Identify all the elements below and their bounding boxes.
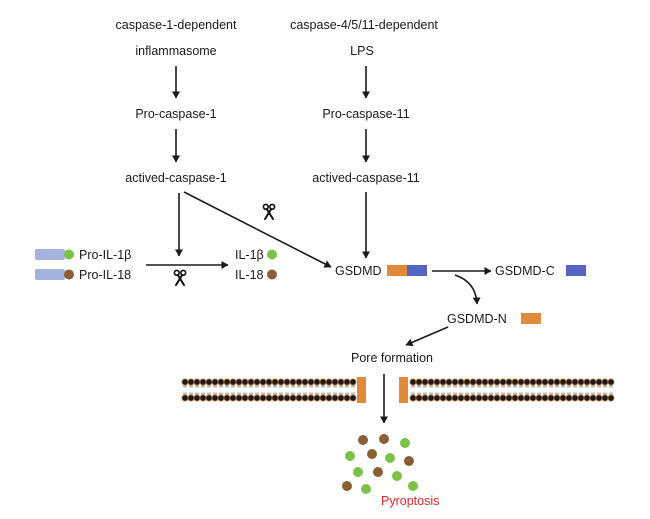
released-il-18-dot bbox=[342, 481, 352, 491]
pore-gsdmd-n-left bbox=[357, 377, 366, 403]
released-il-18-dot bbox=[367, 449, 377, 459]
released-il-1b-dot bbox=[408, 481, 418, 491]
scissors-icon bbox=[173, 269, 187, 286]
arrow-caspase-1-to-gsdmd bbox=[183, 191, 332, 268]
membrane-left bbox=[181, 378, 357, 402]
released-il-1b-dot bbox=[345, 451, 355, 461]
inflammasome-label: inflammasome bbox=[135, 44, 216, 58]
arrow-gsdmd-n-to-pore bbox=[405, 326, 449, 347]
released-il-1b-dot bbox=[385, 453, 395, 463]
arrow-gsdmd-to-gsdmd-n bbox=[454, 274, 481, 305]
gsdmd-n-label: GSDMD-N bbox=[447, 312, 507, 326]
gsdmd-c-label: GSDMD-C bbox=[495, 264, 555, 278]
pathway-right-title: caspase-4/5/11-dependent bbox=[290, 18, 438, 32]
pore-formation-label: Pore formation bbox=[351, 351, 433, 365]
pore-gsdmd-n-right bbox=[399, 377, 408, 403]
released-il-18-dot bbox=[379, 434, 389, 444]
pro-caspase-1-label: Pro-caspase-1 bbox=[135, 107, 216, 121]
il-18-dot bbox=[267, 269, 277, 280]
released-il-1b-dot bbox=[361, 484, 371, 494]
gsdmd-c-fragment bbox=[566, 265, 586, 276]
actived-caspase-1-label: actived-caspase-1 bbox=[125, 171, 226, 185]
gsdmd-label: GSDMD bbox=[335, 264, 382, 278]
pro-il-18-pro-domain bbox=[35, 269, 65, 280]
pro-il-1b-pro-domain bbox=[35, 249, 65, 260]
released-il-1b-dot bbox=[400, 438, 410, 448]
lps-label: LPS bbox=[350, 44, 374, 58]
actived-caspase-11-label: actived-caspase-11 bbox=[312, 171, 420, 185]
pathway-left-title: caspase-1-dependent bbox=[116, 18, 237, 32]
pro-il-18-label: Pro-IL-18 bbox=[79, 268, 131, 282]
released-cytokines bbox=[342, 434, 418, 494]
il-1b-dot bbox=[267, 249, 277, 260]
released-il-1b-dot bbox=[353, 467, 363, 477]
pyroptosis-label: Pyroptosis bbox=[381, 494, 439, 508]
released-il-18-dot bbox=[404, 456, 414, 466]
gsdmd-c-domain bbox=[407, 265, 427, 276]
released-il-18-dot bbox=[373, 467, 383, 477]
gsdmd-n-domain bbox=[387, 265, 407, 276]
released-il-1b-dot bbox=[392, 471, 402, 481]
scissors-icon bbox=[262, 203, 276, 220]
pro-il-1b-label: Pro-IL-1β bbox=[79, 248, 131, 262]
pro-caspase-11-label: Pro-caspase-11 bbox=[322, 107, 409, 121]
pro-il-1b-dot bbox=[64, 249, 74, 260]
pro-il-18-dot bbox=[64, 269, 74, 280]
il-18-label: IL-18 bbox=[235, 268, 264, 282]
membrane-right bbox=[409, 378, 615, 402]
gsdmd-n-fragment bbox=[521, 313, 541, 324]
il-1b-label: IL-1β bbox=[235, 248, 264, 262]
released-il-18-dot bbox=[358, 435, 368, 445]
